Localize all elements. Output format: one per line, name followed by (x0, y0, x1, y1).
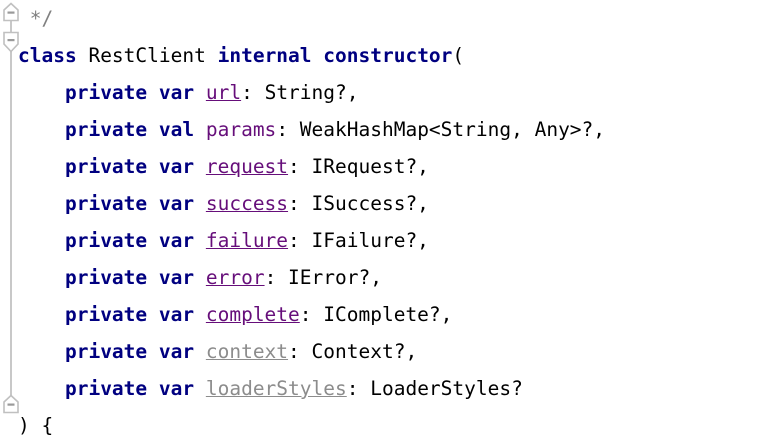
code-line[interactable]: private var context: Context?, (0, 333, 782, 370)
code-token-plain (194, 229, 206, 252)
code-token-plain (194, 340, 206, 363)
fold-end-marker-constructor[interactable] (2, 394, 20, 414)
code-token-plain (194, 118, 206, 141)
code-token-property-underlined: url (205, 81, 242, 104)
code-token-property-underlined: error (205, 266, 265, 289)
code-token-keyword: private var (64, 377, 195, 400)
code-token-plain (206, 44, 218, 67)
code-token-keyword: private var (64, 229, 195, 252)
code-token-plain: ) { (18, 414, 54, 437)
line-indent (18, 118, 65, 141)
code-line[interactable]: private var url: String?, (0, 74, 782, 111)
code-line[interactable]: private var request: IRequest?, (0, 148, 782, 185)
fold-collapse-marker-class[interactable] (2, 30, 20, 53)
editor-gutter[interactable] (0, 0, 22, 440)
code-token-comment: */ (29, 7, 54, 30)
code-line[interactable]: private var success: ISuccess?, (0, 185, 782, 222)
code-token-keyword: private var (64, 303, 195, 326)
code-token-plain (194, 155, 206, 178)
line-indent (18, 340, 65, 363)
line-indent (18, 7, 30, 30)
code-token-plain (194, 81, 206, 104)
code-token-plain: ( (452, 44, 465, 67)
code-token-unused: loaderStyles (205, 377, 347, 400)
code-token-plain: : ISuccess?, (288, 192, 429, 215)
fold-end-marker-comment[interactable] (2, 2, 20, 22)
code-token-plain (194, 266, 206, 289)
code-token-plain: : Context?, (288, 340, 418, 363)
code-token-plain: : IComplete?, (299, 303, 453, 326)
code-token-keyword: private var (64, 81, 195, 104)
code-token-keyword: private var (64, 266, 195, 289)
code-token-plain: : String?, (241, 81, 359, 104)
code-line[interactable]: class RestClient internal constructor( (0, 37, 782, 74)
code-token-property-underlined: complete (205, 303, 300, 326)
code-token-property-underlined: success (205, 192, 289, 215)
line-indent (18, 303, 65, 326)
fold-connector-line (10, 20, 12, 404)
code-token-plain: : IFailure?, (288, 229, 429, 252)
code-token-plain: : IError?, (264, 266, 382, 289)
line-indent (18, 229, 65, 252)
code-token-property-underlined: failure (205, 229, 289, 252)
code-token-plain: RestClient (88, 44, 206, 67)
code-token-plain (194, 303, 206, 326)
code-token-unused: context (205, 340, 289, 363)
line-indent (18, 377, 65, 400)
code-token-keyword: private var (64, 192, 195, 215)
code-line[interactable]: */ (0, 0, 782, 37)
code-line[interactable]: private var failure: IFailure?, (0, 222, 782, 259)
code-line[interactable]: private var loaderStyles: LoaderStyles? (0, 370, 782, 407)
code-line[interactable]: ) { (0, 407, 782, 444)
code-token-plain (194, 192, 206, 215)
code-token-keyword: private var (64, 340, 195, 363)
line-indent (18, 81, 65, 104)
code-token-plain (77, 44, 89, 67)
line-indent (18, 192, 65, 215)
line-indent (18, 155, 65, 178)
code-line[interactable]: private var error: IError?, (0, 259, 782, 296)
code-line[interactable]: private val params: WeakHashMap<String, … (0, 111, 782, 148)
code-token-keyword: private val (64, 118, 195, 141)
code-token-property: params (205, 118, 277, 141)
code-token-plain: : LoaderStyles? (346, 377, 523, 400)
code-token-property-underlined: request (205, 155, 289, 178)
code-token-plain: : WeakHashMap<String, Any>?, (276, 118, 606, 141)
code-line[interactable]: private var complete: IComplete?, (0, 296, 782, 333)
code-token-keyword: class (18, 44, 77, 67)
code-token-keyword: private var (64, 155, 195, 178)
code-token-keyword: internal constructor (217, 44, 453, 67)
line-indent (18, 266, 65, 289)
code-token-plain: : IRequest?, (288, 155, 429, 178)
code-token-plain (194, 377, 206, 400)
